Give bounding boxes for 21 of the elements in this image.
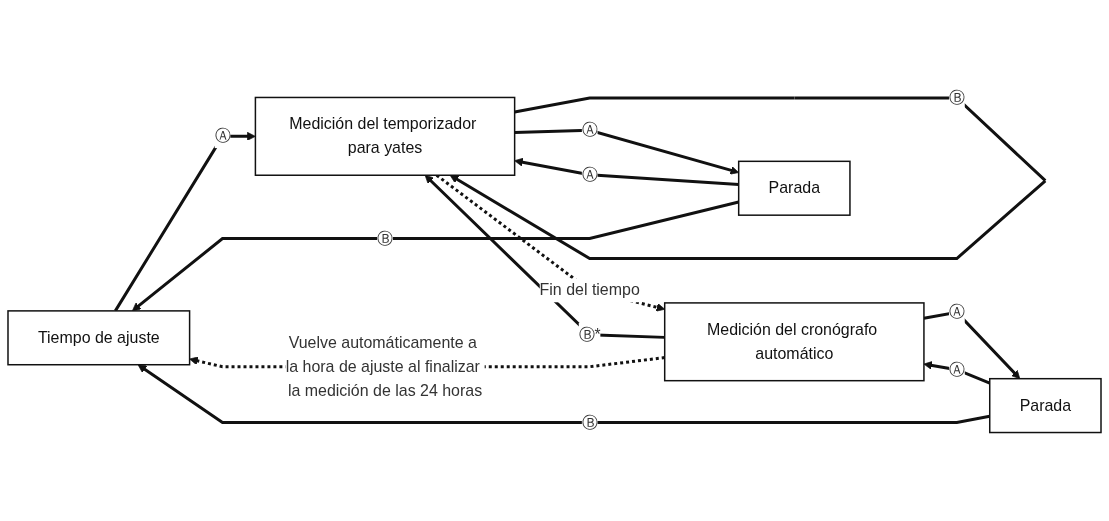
edge-label: Ⓑ <box>948 89 965 107</box>
arrow <box>424 175 665 340</box>
edge-label: Ⓐ <box>948 360 965 378</box>
arrow <box>514 158 739 187</box>
edge-label: Vuelve automáticamente a la hora de ajuste al finalizar la medición de las 24 horas <box>285 334 483 399</box>
node-box: Medición del cronógrafo automático <box>663 302 925 382</box>
arrow <box>449 96 1047 261</box>
edge-label: Ⓐ <box>214 127 231 145</box>
edge-label: Fin del tiempo <box>539 281 640 299</box>
edge-label: Ⓐ <box>581 166 598 183</box>
node-box: Medición del temporizador para yates <box>254 96 516 177</box>
node-box: Tiempo de ajuste <box>7 310 191 366</box>
node-box: Parada <box>737 160 851 217</box>
arrow <box>923 311 1021 380</box>
arrow <box>114 132 256 312</box>
edge-label: Ⓑ <box>377 229 393 247</box>
edge-label: Ⓑ <box>581 413 598 431</box>
edge-label: Ⓐ <box>581 121 598 139</box>
edge-label: Ⓑ* <box>578 326 601 344</box>
node-box: Parada <box>989 378 1102 434</box>
edge-label: Ⓐ <box>948 303 965 321</box>
